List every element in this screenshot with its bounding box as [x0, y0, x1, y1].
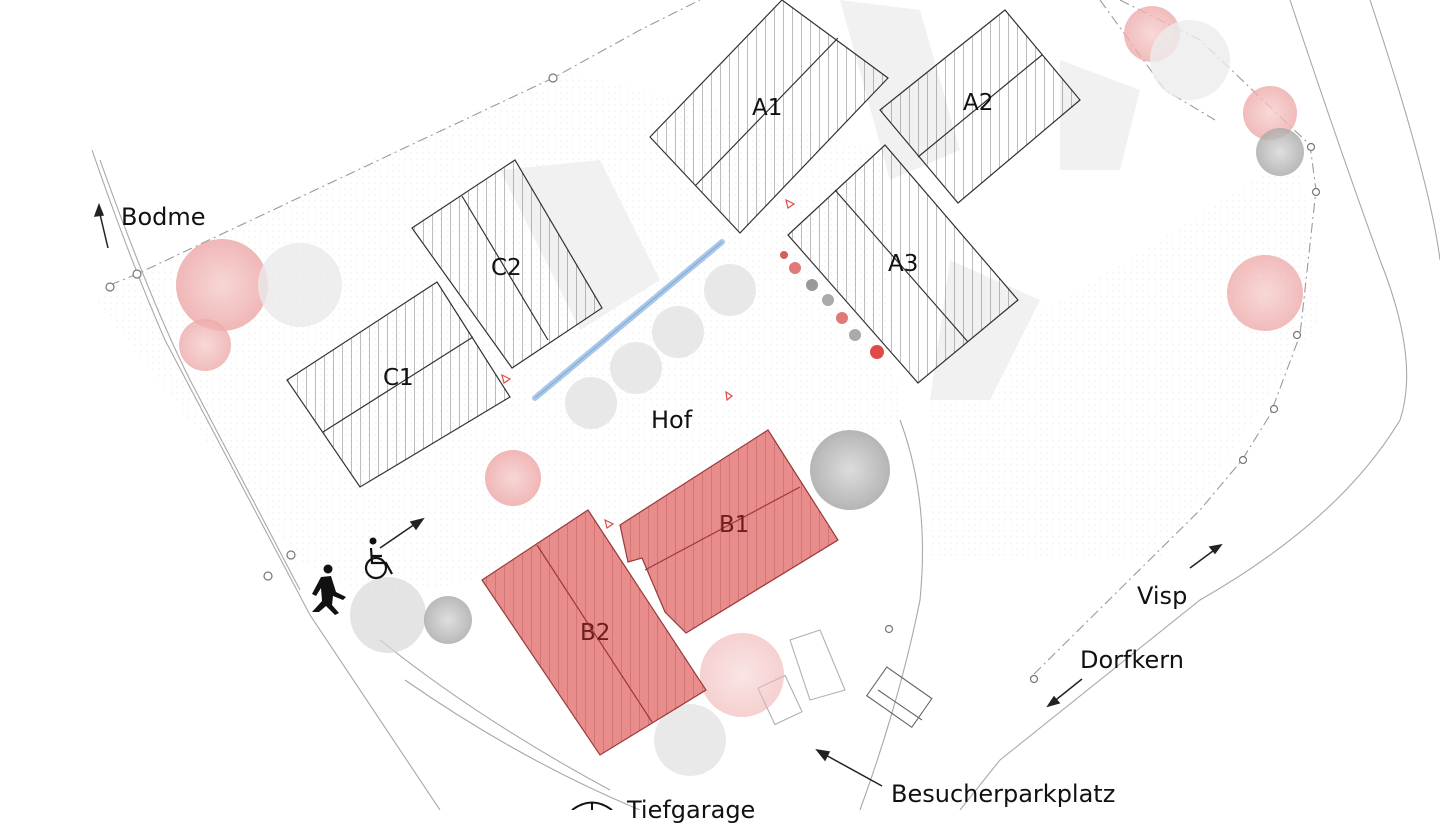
courtyard-label: Hof — [651, 406, 693, 434]
tree-grey — [565, 377, 617, 429]
direction-arrows — [93, 202, 1223, 787]
building-a3 — [787, 144, 1019, 384]
garage-icon — [571, 801, 613, 811]
building-label-c1: C1 — [383, 365, 414, 391]
trees — [176, 6, 1304, 776]
direction-label-dorfkern: Dorfkern — [1080, 646, 1184, 674]
building-label-b1: B1 — [719, 512, 750, 538]
building-b1 — [619, 429, 839, 634]
building-c2 — [411, 159, 603, 369]
direction-label-bodme: Bodme — [121, 203, 206, 231]
boundary-markers — [105, 73, 1321, 684]
tree-grey — [350, 577, 426, 653]
building-c1 — [286, 281, 511, 488]
parking-area — [757, 629, 933, 728]
tree-red — [700, 633, 784, 717]
wheelchair-icon — [364, 537, 393, 580]
tree-grey — [704, 264, 756, 316]
courtyard-path — [532, 239, 725, 401]
building-label-c2: C2 — [491, 255, 522, 281]
tree-grey — [424, 596, 472, 644]
flower-shrubs — [780, 251, 884, 359]
tree-red — [179, 319, 231, 371]
tree-grey — [652, 306, 704, 358]
direction-label-visp: Visp — [1137, 582, 1188, 610]
building-b2 — [481, 509, 707, 756]
underground-garage-label: Tiefgarage — [627, 796, 756, 824]
tree-red — [1227, 255, 1303, 331]
tree-red — [1243, 86, 1297, 140]
tree-red — [485, 450, 541, 506]
visitor-parking-label: Besucherparkplatz — [891, 780, 1116, 808]
entrance-markers — [501, 198, 796, 529]
building-label-a1: A1 — [752, 95, 783, 121]
tree-grey — [610, 342, 662, 394]
building-a2 — [879, 9, 1081, 204]
building-label-b2: B2 — [580, 620, 611, 646]
road-edges — [91, 0, 1440, 811]
tree-grey — [1150, 20, 1230, 100]
building-a1 — [649, 0, 889, 234]
tree-grey — [810, 430, 890, 510]
pedestrian-icon — [312, 564, 346, 615]
building-label-a2: A2 — [963, 90, 994, 116]
tree-grey — [258, 243, 342, 327]
tree-grey — [654, 704, 726, 776]
tree-red — [176, 239, 268, 331]
tree-grey — [1256, 128, 1304, 176]
building-label-a3: A3 — [888, 251, 919, 277]
